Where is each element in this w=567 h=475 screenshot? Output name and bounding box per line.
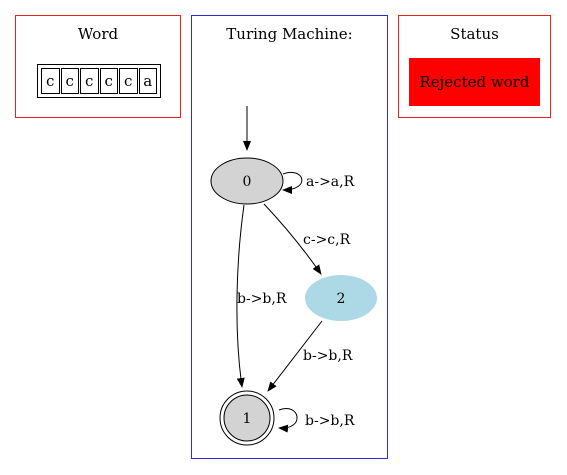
edge-label-2-1: b->b,R [303, 348, 353, 364]
tape-cell: c [80, 68, 99, 94]
edge-0-1 [236, 204, 245, 388]
edge-label-0-1: b->b,R [237, 291, 287, 307]
edge-0-2 [263, 203, 322, 275]
tape-cell: c [99, 68, 118, 94]
edge-1-1 [278, 408, 298, 433]
tape-cell: c [119, 68, 138, 94]
word-panel-title: Word [77, 25, 119, 43]
tape-cell: c [41, 68, 60, 94]
turing-machine-panel: Turing Machine: [191, 15, 388, 459]
state-1-label: 1 [243, 411, 252, 427]
turing-machine-title: Turing Machine: [226, 25, 353, 43]
edge-label-0-2: c->c,R [303, 232, 351, 248]
status-panel: Status Rejected word [398, 15, 551, 118]
status-panel-title: Status [450, 25, 499, 43]
state-0 [210, 157, 284, 205]
state-2-label: 2 [337, 291, 346, 307]
edge-label-0-0: a->a,R [306, 174, 355, 190]
state-1-outer-ring [219, 390, 275, 446]
tape-cell: c [60, 68, 79, 94]
state-1 [223, 394, 271, 442]
word-panel: Word c c c c c a [15, 15, 181, 118]
edge-0-0 [282, 171, 303, 194]
tape-cell: a [138, 68, 157, 94]
edge-2-1 [267, 320, 323, 392]
tape: c c c c c a [37, 64, 161, 98]
state-0-label: 0 [243, 174, 252, 190]
status-badge: Rejected word [409, 58, 540, 106]
state-2 [305, 275, 377, 321]
edge-label-1-1: b->b,R [305, 413, 355, 429]
